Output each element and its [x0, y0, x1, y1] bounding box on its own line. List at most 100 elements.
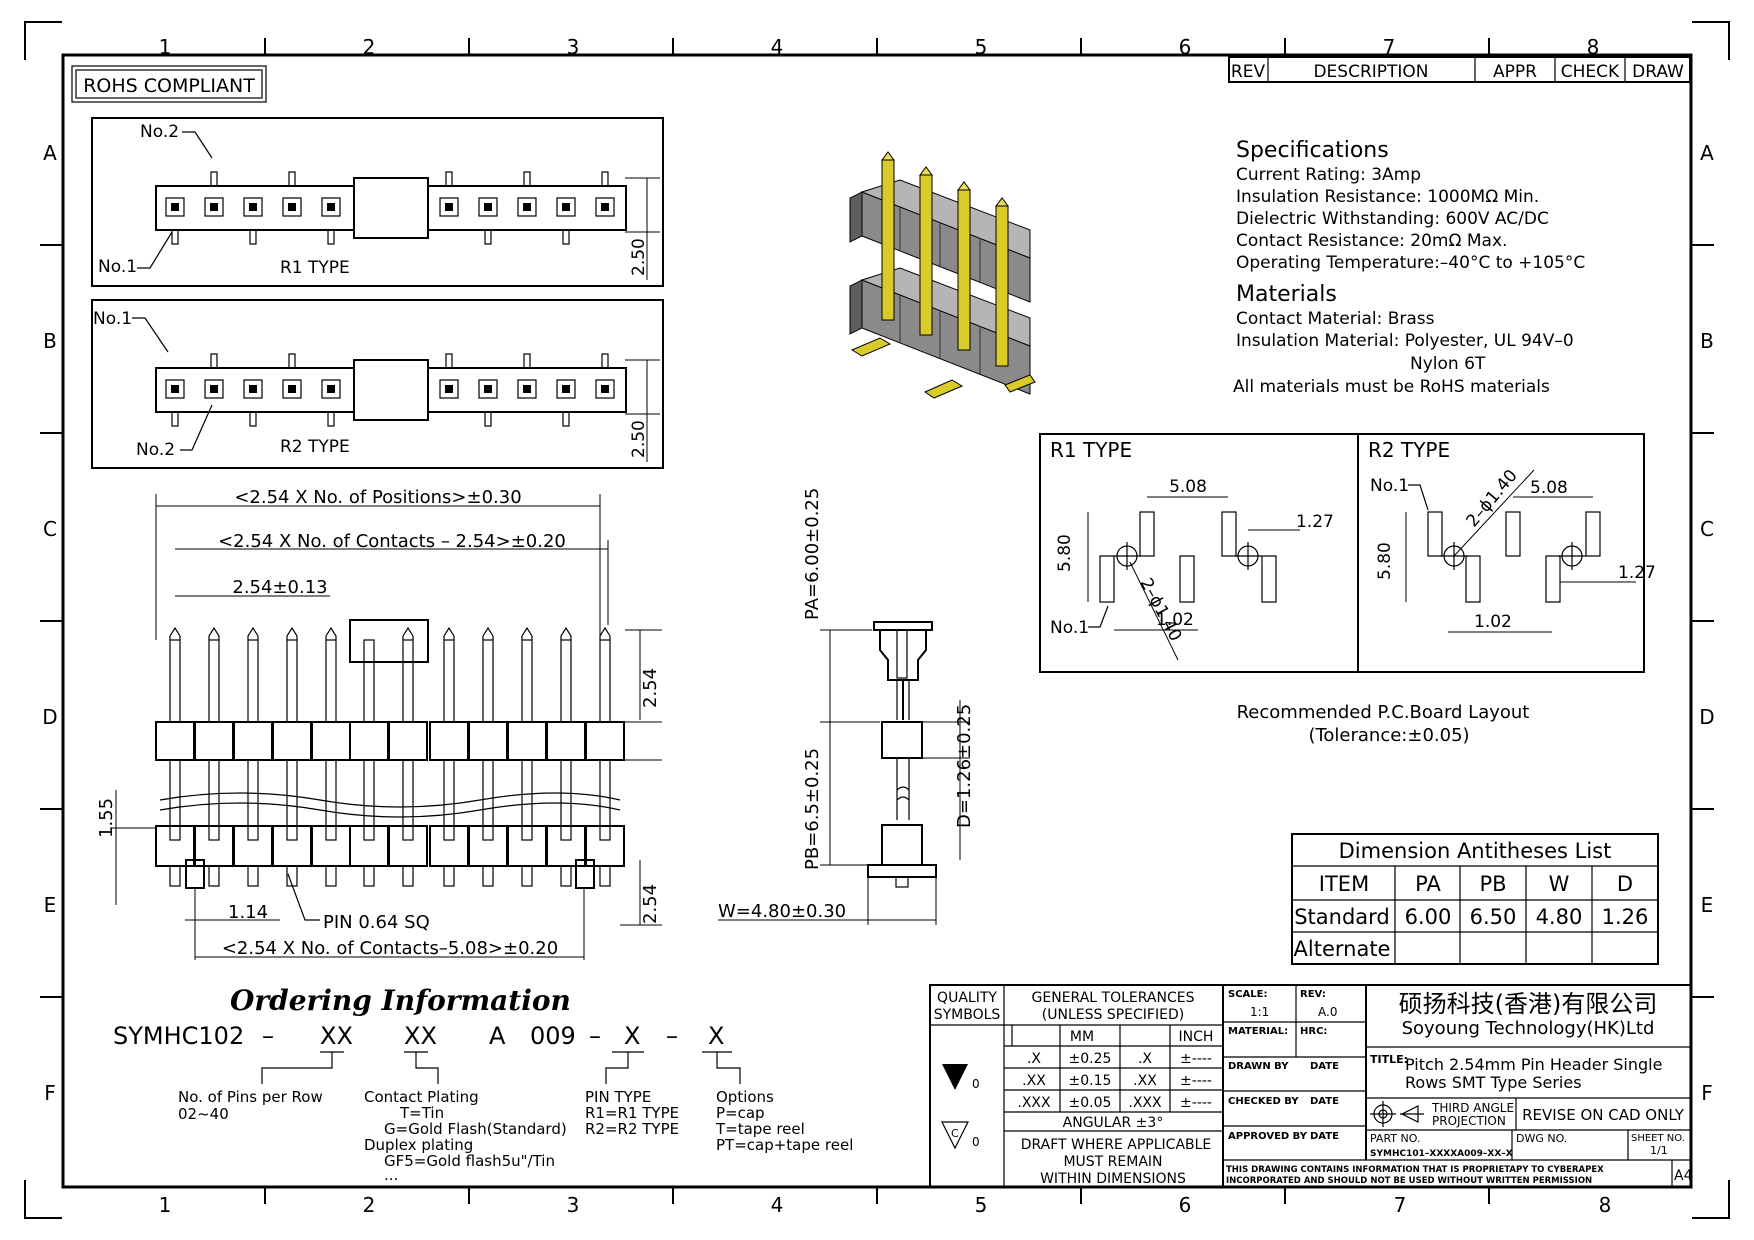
pcb-r1-d127: 1.27 [1296, 512, 1334, 532]
part-no-value: SYMHC101–XXXXA009–XX–X [1370, 1149, 1513, 1159]
header-3d-view [849, 151, 1036, 399]
pin-foot [169, 865, 181, 887]
housing-center-cap [353, 177, 429, 239]
lower-housing-cell [468, 825, 508, 867]
symbol-1-value: 0 [972, 1077, 980, 1091]
dim-row-standard-pa: 6.00 [1405, 905, 1452, 929]
tol-xx-inch: ±---- [1180, 1073, 1212, 1089]
pin-core [171, 385, 179, 393]
spec-contact-resistance: Contact Resistance: 20mΩ Max. [1236, 231, 1507, 251]
pick-cap [349, 619, 429, 663]
sheet-size: A4 [1674, 1168, 1693, 1184]
pcb-r2-d127: 1.27 [1618, 563, 1656, 583]
spec-operating-temp: Operating Temperature:–40°C to +105°C [1236, 253, 1585, 273]
plating-title: Contact Plating [364, 1088, 479, 1106]
pin-tip [521, 626, 533, 640]
drawn-date-label: DATE [1310, 1061, 1339, 1072]
projection-icon [1370, 1101, 1424, 1127]
pin-square [204, 197, 224, 217]
specifications-title: Specifications [1236, 138, 1389, 163]
pin-shaft [402, 639, 414, 723]
pin-foot [443, 865, 455, 887]
plating-gf5: GF5=Gold flash5u"/Tin [384, 1152, 555, 1170]
pin-square [243, 379, 263, 399]
pin-leg [327, 229, 335, 245]
symbols-label: SYMBOLS [934, 1007, 1001, 1023]
dim-bottom: <2.54 X No. of Contacts–5.08>±0.20 [222, 938, 558, 959]
material-label: MATERIAL: [1228, 1026, 1288, 1037]
tol-xx: .XX [1022, 1073, 1046, 1089]
pin-leg [601, 171, 609, 187]
pin-leg [445, 353, 453, 369]
hrc-label: HRC: [1300, 1026, 1327, 1037]
col-marker-bottom: 5 [975, 1193, 988, 1217]
pin-tip [169, 626, 181, 640]
upper-housing-cell [194, 721, 234, 761]
dim-positions: <2.54 X No. of Positions>±0.30 [234, 487, 521, 508]
lower-housing-cell [349, 825, 389, 867]
pin-leg [249, 411, 257, 427]
tol-xx-inch-code: .XX [1133, 1073, 1157, 1089]
pin-leg [171, 411, 179, 427]
sheet-no-value: 1/1 [1650, 1144, 1668, 1157]
dim-header-pa: PA [1415, 872, 1441, 896]
pin-shaft [208, 639, 220, 723]
pcb-r2-dia: 2–ϕ1.40 [1463, 466, 1522, 531]
pin-leg [327, 411, 335, 427]
revision-table: REV DESCRIPTION APPR CHECK DRAW [1228, 56, 1691, 83]
plating-tin: T=Tin [399, 1104, 444, 1122]
pin-core [484, 385, 492, 393]
pin-square [517, 197, 537, 217]
pin-core [249, 385, 257, 393]
upper-housing-cell [349, 721, 389, 761]
pins-per-row-range: 02~40 [178, 1105, 229, 1123]
draft-line-2: MUST REMAIN [1063, 1154, 1162, 1170]
pin-shaft [247, 639, 259, 723]
pin-type-title: PIN TYPE [585, 1088, 651, 1106]
draft-line-1: DRAFT WHERE APPLICABLE [1021, 1137, 1212, 1153]
pin-core [562, 203, 570, 211]
pin-shaft [325, 639, 337, 723]
pin-mid [521, 759, 533, 841]
pin-leg [523, 353, 531, 369]
dim-header-w: W [1549, 872, 1570, 896]
pin-foot [208, 865, 220, 887]
dim-row-standard-pb: 6.50 [1470, 905, 1517, 929]
projection-line-1: THIRD ANGLE [1431, 1101, 1514, 1115]
pin-tip [286, 626, 298, 640]
col-marker-bottom: 4 [771, 1193, 784, 1217]
lower-housing-cell [233, 825, 273, 867]
notice-line-2: INCORPORATED AND SHOULD NOT BE USED WITH… [1226, 1176, 1592, 1186]
pcb-r2-d580: 5.80 [1375, 542, 1395, 580]
pin-foot [599, 865, 611, 887]
pin-leg [562, 229, 570, 245]
check-header: CHECK [1561, 62, 1620, 82]
pin-core [327, 385, 335, 393]
pin-leg [171, 229, 179, 245]
rohs-label: ROHS COMPLIANT [83, 75, 255, 97]
upper-housing-cell [468, 721, 508, 761]
pin-type-r2: R2=R2 TYPE [585, 1120, 679, 1138]
pin-leg [601, 353, 609, 369]
drawing-title-line-1: Pitch 2.54mm Pin Header Single [1405, 1055, 1662, 1074]
code-dash-1: – [262, 1022, 274, 1050]
r2-no2-label: No.2 [136, 440, 175, 460]
gen-tol-subtitle: (UNLESS SPECIFIED) [1042, 1007, 1184, 1023]
quality-label: QUALITY [937, 990, 997, 1006]
pin-square [595, 379, 615, 399]
title-block: QUALITY SYMBOLS 0 C 0 GENERAL TOLERANCES… [929, 984, 1693, 1188]
pcb-r1-title: R1 TYPE [1050, 438, 1132, 462]
pcb-layout: R1 TYPE 5.08 1.27 5.80 1.02 2–ϕ1.40 No.1… [1039, 433, 1656, 746]
col-marker-bottom: 1 [159, 1193, 172, 1217]
pin-leg [288, 353, 296, 369]
approved-date-label: DATE [1310, 1131, 1339, 1142]
tol-xxx-mm: ±0.05 [1069, 1095, 1112, 1111]
pcb-r2-no1: No.1 [1370, 476, 1409, 496]
pin-foot [482, 865, 494, 887]
pin-core [288, 385, 296, 393]
spec-current-rating: Current Rating: 3Amp [1236, 165, 1421, 185]
pin-leg [484, 411, 492, 427]
part-no-label: PART NO. [1370, 1132, 1420, 1145]
tol-x-inch: ±---- [1180, 1051, 1212, 1067]
